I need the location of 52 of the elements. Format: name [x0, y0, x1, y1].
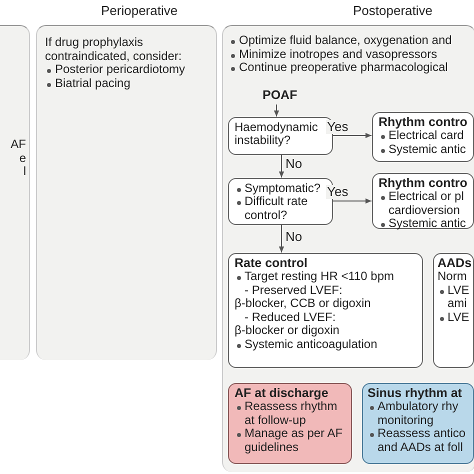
bullet-item: Symptomatic?: [234, 182, 326, 195]
bullet-item: Target resting HR <110 bpm: [234, 270, 416, 284]
box-text: β-blocker or digoxin: [234, 324, 340, 338]
bullet-item: Electrical or pl cardioversion: [378, 190, 472, 217]
edge-label: Yes: [326, 185, 350, 199]
box-heading: Rhythm contro: [378, 176, 468, 190]
box-text: β-blocker, CCB or digoxin: [234, 297, 372, 310]
edge-label: No: [284, 157, 304, 171]
bullet-item: Systemic anticoagulation: [234, 338, 416, 351]
box-text: AF: [10, 138, 26, 152]
box-heading: Rhythm contro: [378, 116, 468, 129]
bullet-item: Systemic antic: [378, 142, 472, 156]
bullet-item: Ambulatory rhy monitoring: [368, 400, 472, 427]
bullet-item: Posterior pericardiotomy: [45, 63, 208, 76]
bullet-item: LVE: [438, 310, 472, 324]
column-heading: Perioperative: [101, 4, 178, 18]
box-text: - Reduced LVEF:: [244, 310, 337, 324]
box-heading: Sinus rhythm at: [368, 386, 463, 400]
outcome-box: [362, 382, 474, 464]
bullet-item: Reassess rhythm at follow-up: [234, 400, 344, 427]
process-box: [372, 172, 474, 228]
arrow: [278, 154, 284, 178]
outcome-box: [228, 382, 352, 464]
box-heading: AADs: [438, 256, 472, 270]
box-text: e: [18, 152, 26, 165]
process-box: [432, 252, 474, 368]
bullet-item: Optimize fluid balance, oxygenation and: [229, 34, 469, 48]
process-box: [372, 112, 474, 162]
box-text: If drug prophylaxis contraindicated, consider:: [45, 36, 183, 63]
arrow: [332, 198, 372, 204]
box-text: Norm: [438, 270, 468, 284]
edge-label: Yes: [326, 120, 350, 134]
arrow: [278, 224, 284, 253]
box-heading: Rate control: [234, 256, 308, 270]
bullet-item: Reassess antico and AADs at foll: [368, 427, 472, 454]
process-box: [228, 252, 422, 368]
bullet-item: Manage as per AF guidelines: [234, 427, 344, 454]
box-text: Haemodynamic instability?: [234, 120, 319, 148]
bullet-item: Continue preoperative pharmacological: [229, 61, 469, 74]
bullet-item: Biatrial pacing: [45, 76, 208, 90]
bullet-item: Electrical card: [378, 129, 472, 142]
bullet-item: LVE ami: [438, 284, 472, 310]
bullet-item: Difficult rate control?: [234, 195, 326, 222]
box-heading: AF at discharge: [234, 386, 330, 400]
bullet-item: Systemic antic: [378, 217, 472, 230]
arrow: [274, 104, 280, 117]
arrow: [332, 132, 372, 138]
column-heading: Postoperative: [353, 4, 432, 18]
box-heading: POAF: [262, 88, 298, 102]
box-text: - Preserved LVEF:: [244, 284, 344, 297]
bullet-item: Minimize inotropes and vasopressors: [229, 48, 469, 61]
box-text: l: [22, 165, 26, 178]
